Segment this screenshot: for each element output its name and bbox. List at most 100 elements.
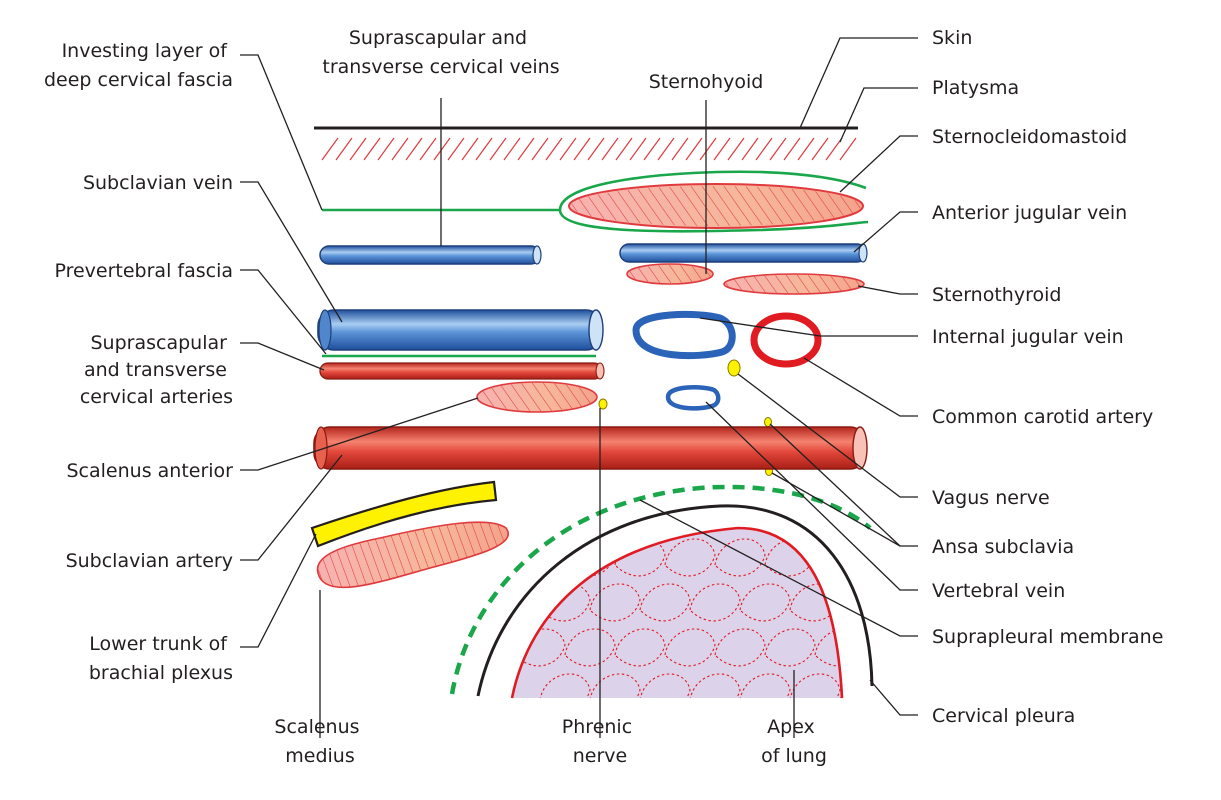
- platysma-stroke: [377, 137, 395, 161]
- platysma-stroke: [797, 137, 815, 161]
- leader-scalenus-anterior: [240, 397, 479, 471]
- label-anterior-jugular-vein: Anterior jugular vein: [932, 202, 1127, 224]
- phrenic-nerve-dot: [598, 398, 608, 410]
- lung-lobule: [714, 538, 766, 577]
- platysma-stroke: [629, 137, 647, 161]
- platysma-stroke: [601, 137, 619, 161]
- lung-lobule: [614, 538, 666, 577]
- label-vagus-nerve: Vagus nerve: [932, 487, 1050, 509]
- platysma-stroke: [503, 137, 521, 161]
- lung-lobule: [715, 719, 765, 756]
- label-skin: Skin: [932, 27, 972, 49]
- label-subclavian-artery: Subclavian artery: [66, 550, 233, 572]
- lung-lobule: [764, 628, 816, 667]
- vagus-nerve-dot: [727, 359, 741, 377]
- lung-lobule: [664, 538, 716, 577]
- platysma-stroke: [391, 137, 409, 161]
- platysma-stroke: [461, 137, 479, 161]
- lung-lobule: [689, 583, 741, 622]
- lower-trunk-brachial-plexus-band: [310, 480, 498, 548]
- label-common-carotid-artery: Common carotid artery: [932, 406, 1153, 428]
- lung-lobule: [664, 628, 716, 667]
- platysma-stroke: [321, 137, 339, 161]
- label-ansa-subclavia: Ansa subclavia: [932, 536, 1074, 558]
- label-cervical-pleura: Cervical pleura: [932, 705, 1075, 727]
- lung-lobule: [589, 673, 641, 698]
- leader-investing-fascia: [240, 54, 323, 211]
- lung-lobule: [589, 583, 641, 622]
- lung-lobule: [689, 673, 741, 698]
- leader-lines: [240, 37, 918, 738]
- platysma-stroke: [475, 137, 493, 161]
- platysma-stroke: [643, 137, 661, 161]
- label-subclavian-vein: Subclavian vein: [83, 172, 233, 194]
- lung-lobule: [714, 628, 766, 667]
- leader-sternothyroid: [857, 285, 918, 295]
- lung-lobule: [665, 719, 715, 756]
- platysma-stroke: [335, 137, 353, 161]
- platysma-stroke: [685, 137, 703, 161]
- label-phrenic-nerve: Phrenic nerve: [562, 716, 638, 767]
- label-scalenus-anterior: Scalenus anterior: [67, 460, 234, 482]
- platysma-stroke: [839, 137, 857, 161]
- lung-lobule: [839, 673, 842, 698]
- label-internal-jugular-vein: Internal jugular vein: [932, 326, 1124, 348]
- platysma-stroke: [587, 137, 605, 161]
- subclavian-vein-tube: [317, 309, 604, 351]
- leader-prevertebral-fascia: [240, 269, 327, 355]
- label-vertebral-vein: Vertebral vein: [932, 580, 1065, 602]
- lung-lobule: [539, 673, 591, 698]
- investing-fascia-line: [322, 170, 869, 233]
- platysma-stroke: [489, 137, 507, 161]
- scalenus-medius-hatch: [317, 522, 509, 588]
- lung-apex-outline: [510, 526, 844, 699]
- sternohyoid-hatch: [628, 265, 712, 283]
- leader-anterior-jugular-vein: [853, 211, 918, 253]
- suprapleural-membrane-arc: [449, 484, 872, 695]
- leader-vertebral-vein: [705, 401, 918, 591]
- platysma-stroke: [727, 137, 745, 161]
- label-sternocleidomastoid: Sternocleidomastoid: [932, 126, 1127, 148]
- platysma-stroke: [447, 137, 465, 161]
- label-sternothyroid: Sternothyroid: [932, 284, 1061, 306]
- platysma-stroke: [363, 137, 381, 161]
- platysma-stroke: [573, 137, 591, 161]
- leader-common-carotid-artery: [803, 357, 918, 417]
- platysma-stroke: [783, 137, 801, 161]
- platysma-stroke: [713, 137, 731, 161]
- platysma-stroke: [559, 137, 577, 161]
- lung-lobule: [639, 673, 691, 698]
- subclavian-artery-tube: [313, 426, 868, 470]
- platysma-hatching: [321, 137, 857, 161]
- lung-lobule: [515, 719, 565, 756]
- cervical-pleura-arc: [476, 504, 874, 697]
- platysma-stroke: [755, 137, 773, 161]
- platysma-stroke: [811, 137, 829, 161]
- label-platysma: Platysma: [932, 77, 1019, 99]
- leader-sternocleidomastoid: [839, 135, 918, 193]
- sternocleidomastoid-hatch: [571, 186, 861, 226]
- lung-lobule: [639, 583, 691, 622]
- label-prevertebral-fascia: Prevertebral fascia: [54, 260, 233, 282]
- platysma-stroke: [433, 137, 451, 161]
- leader-subclavian-vein: [240, 181, 343, 323]
- lung-apex: [512, 528, 842, 698]
- leader-cervical-pleura: [869, 679, 918, 716]
- platysma-stroke: [517, 137, 535, 161]
- lung-lobule: [739, 673, 791, 698]
- platysma-stroke: [349, 137, 367, 161]
- lung-lobule: [614, 628, 666, 667]
- leader-lower-trunk: [240, 533, 317, 648]
- label-apex-of-lung: Apex of lung: [761, 716, 827, 767]
- scalenus-anterior-hatch: [478, 383, 596, 411]
- lung-lobule: [789, 673, 841, 698]
- suprascapular-arteries-tube: [319, 362, 605, 380]
- platysma-stroke: [545, 137, 563, 161]
- leader-internal-jugular-vein: [699, 317, 918, 337]
- leader-suprascapular-arteries: [240, 342, 325, 371]
- internal-jugular-vein-ring: [632, 310, 736, 360]
- label-investing-layer: Investing layer of deep cervical fascia: [44, 40, 233, 91]
- platysma-stroke: [825, 137, 843, 161]
- leader-skin: [799, 37, 918, 129]
